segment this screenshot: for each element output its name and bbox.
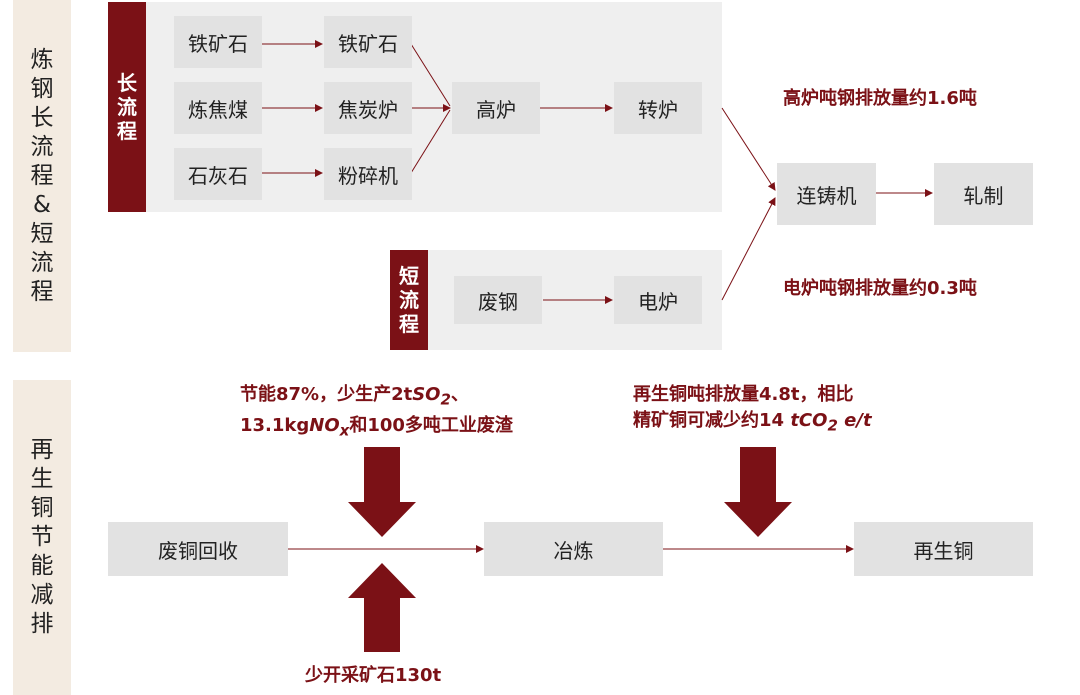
long-process-tag: 长流程	[108, 2, 146, 212]
side-label-steel: 炼钢长流程&短流程	[13, 0, 71, 352]
electric-furnace: 电炉	[614, 276, 702, 324]
rolling: 轧制	[934, 163, 1033, 225]
copper-note-left: 节能87%，少生产2tSO2、 13.1kgNOx和100多吨工业废渣	[240, 382, 513, 443]
copper-note-left-line1: 节能87%，少生产2tSO2、	[240, 384, 469, 409]
stage-coke-oven: 焦炭炉	[324, 82, 412, 134]
short-process-tag-text: 短流程	[399, 264, 419, 336]
blast-furnace: 高炉	[452, 82, 540, 134]
stage-iron-ore: 铁矿石	[324, 16, 412, 68]
copper-note-bottom: 少开采矿石130t	[305, 665, 442, 686]
copper-note-right: 再生铜吨排放量4.8t，相比 精矿铜可减少约14 tCO2 e/t	[633, 382, 872, 439]
down-arrow-left-icon	[348, 447, 416, 537]
converter: 转炉	[614, 82, 702, 134]
scrap-steel: 废钢	[454, 276, 542, 324]
side-label-steel-text: 炼钢长流程&短流程	[30, 46, 54, 305]
input-coking-coal: 炼焦煤	[174, 82, 262, 134]
copper-note-right-line2: 精矿铜可减少约14 tCO2 e/t	[633, 410, 872, 435]
copper-note-left-line2: 13.1kgNOx和100多吨工业废渣	[240, 414, 513, 440]
input-limestone: 石灰石	[174, 148, 262, 200]
recycled-copper: 再生铜	[854, 522, 1033, 576]
stage-crusher: 粉碎机	[324, 148, 412, 200]
down-arrow-right-icon	[724, 447, 792, 537]
long-process-tag-text: 长流程	[117, 71, 137, 143]
input-iron-ore: 铁矿石	[174, 16, 262, 68]
emission-note-electric: 电炉吨钢排放量约0.3吨	[783, 278, 977, 299]
up-arrow-icon	[348, 563, 416, 652]
short-process-tag: 短流程	[390, 250, 428, 350]
emission-note-blast: 高炉吨钢排放量约1.6吨	[783, 88, 977, 109]
copper-smelting: 冶炼	[484, 522, 663, 576]
copper-note-right-line1: 再生铜吨排放量4.8t，相比	[633, 384, 854, 405]
side-label-copper: 再生铜节能减排	[13, 380, 71, 695]
continuous-caster: 连铸机	[777, 163, 876, 225]
copper-recycle: 废铜回收	[108, 522, 288, 576]
side-label-copper-text: 再生铜节能减排	[30, 437, 54, 637]
